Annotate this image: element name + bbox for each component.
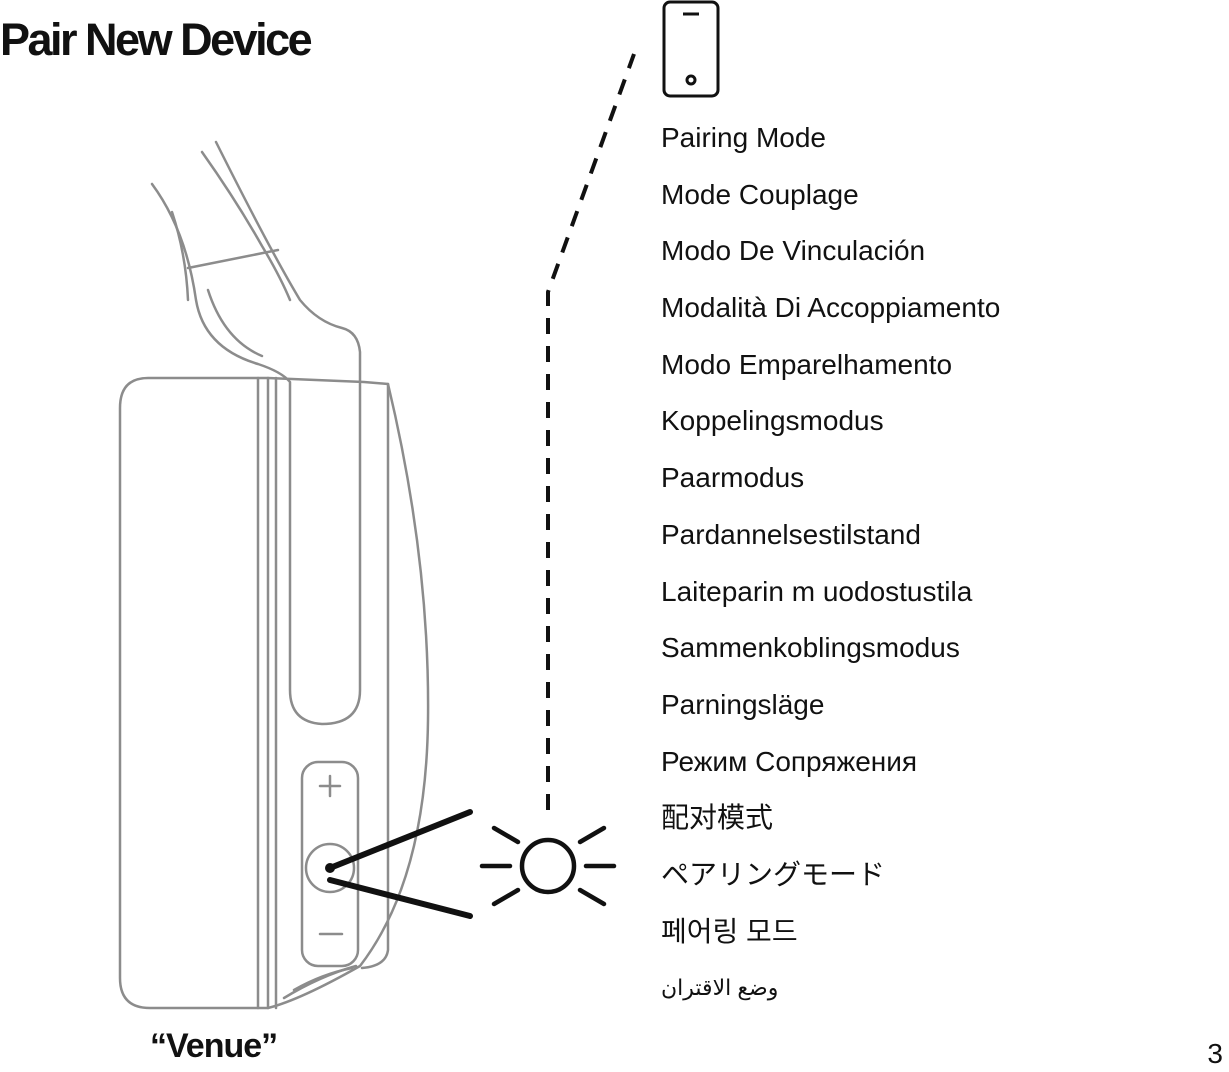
led-light-icon — [482, 828, 614, 904]
pairing-mode-label: 페어링 모드 — [661, 912, 1000, 969]
pairing-mode-label: Modo De Vinculación — [661, 231, 1000, 288]
pairing-mode-label: Paarmodus — [661, 458, 1000, 515]
page-number: 3 — [1207, 1036, 1223, 1072]
pairing-mode-label: Режим Сопряжения — [661, 742, 1000, 799]
pairing-mode-label: Modo Emparelhamento — [661, 345, 1000, 402]
pairing-mode-label: Parningsläge — [661, 685, 1000, 742]
pairing-mode-list: Pairing Mode Mode Couplage Modo De Vincu… — [661, 118, 1000, 1025]
smartphone-icon — [664, 2, 718, 96]
pairing-mode-label: Koppelingsmodus — [661, 401, 1000, 458]
headphone-earcup-illustration — [120, 142, 428, 1008]
pairing-mode-label: Modalità Di Accoppiamento — [661, 288, 1000, 345]
pairing-mode-label: Laiteparin m uodostustila — [661, 572, 1000, 629]
callout-lines — [330, 812, 470, 916]
pairing-mode-label: ペアリングモード — [661, 855, 1000, 912]
pairing-mode-label: Mode Couplage — [661, 175, 1000, 232]
pairing-mode-label: 配对模式 — [661, 798, 1000, 855]
pairing-mode-label: Pardannelsestilstand — [661, 515, 1000, 572]
model-name: “Venue” — [150, 1024, 277, 1068]
pairing-mode-label: Sammenkoblingsmodus — [661, 628, 1000, 685]
connection-dashed-line — [548, 54, 634, 810]
pairing-mode-label: Pairing Mode — [661, 118, 1000, 175]
pairing-mode-label: وضع الاقتران — [661, 968, 1000, 1025]
